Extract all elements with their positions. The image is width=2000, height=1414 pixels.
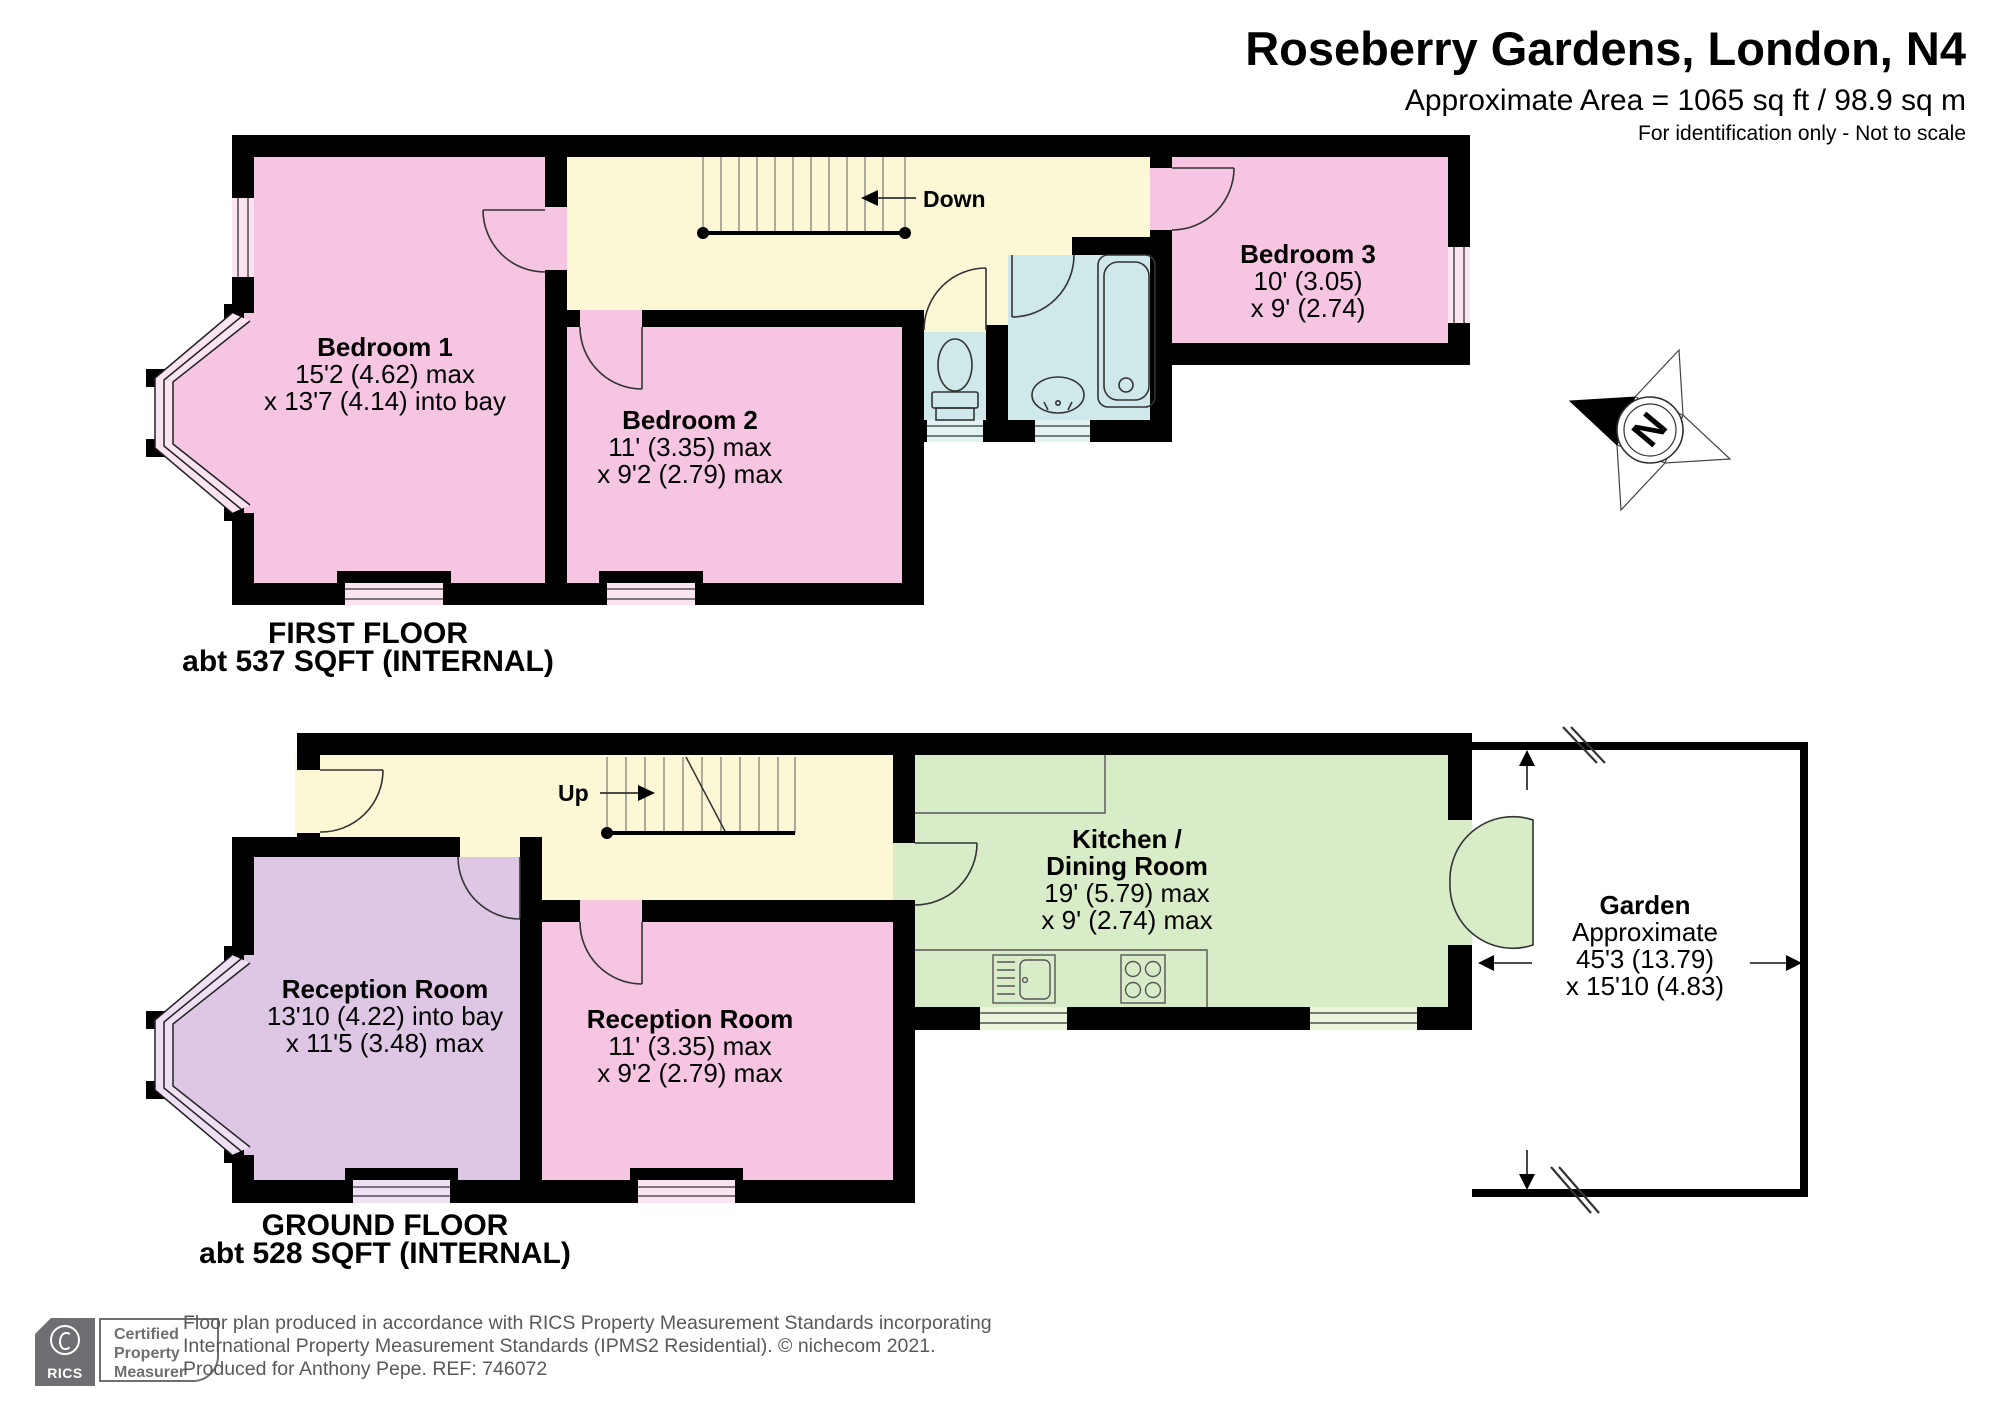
certified-property-measurer-badge: Certified Property Measurer xyxy=(99,1318,219,1382)
bath-icon xyxy=(1097,254,1156,408)
identification-note: For identification only - Not to scale xyxy=(1638,122,1966,145)
bedroom1-door xyxy=(482,209,546,273)
ff-doors xyxy=(482,167,1235,390)
ff-stair-post-right xyxy=(899,227,911,239)
wc-door xyxy=(923,267,987,331)
garden-label: Garden Approximate 45'3 (13.79) x 15'10 … xyxy=(1565,890,1725,1001)
bedroom1-label: Bedroom 1 15'2 (4.62) max x 13'7 (4.14) … xyxy=(264,332,506,416)
hob-icon xyxy=(1120,954,1166,1004)
bedroom2-label: Bedroom 2 11' (3.35) max x 9'2 (2.79) ma… xyxy=(597,405,783,489)
reception2-door xyxy=(579,921,643,985)
gf-windows xyxy=(154,954,1417,1203)
kitchen-fittings xyxy=(915,755,1208,1007)
first-floor-plan xyxy=(146,135,1470,605)
header: Roseberry Gardens, London, N4 Approximat… xyxy=(1245,22,1966,146)
bedroom1-fill xyxy=(232,157,567,605)
ff-windows xyxy=(154,198,1470,605)
kitchen-counter-top xyxy=(915,755,1106,814)
ff-stair-post-left xyxy=(697,227,709,239)
up-stairs-label: Up xyxy=(558,780,589,806)
bedroom2-door xyxy=(579,326,643,390)
toilet-icon xyxy=(931,338,979,421)
garden-plan xyxy=(1472,726,1808,1214)
reception2-label: Reception Room 11' (3.35) max x 9'2 (2.7… xyxy=(586,1004,794,1088)
kitchen-counter-bottom xyxy=(915,949,1208,1007)
bedroom2-fill xyxy=(567,310,924,605)
bedroom3-door xyxy=(1171,167,1235,231)
approximate-area: Approximate Area = 1065 sq ft / 98.9 sq … xyxy=(1404,84,1966,117)
kitchen-label: Kitchen / Dining Room 19' (5.79) max x 9… xyxy=(1041,824,1213,935)
page-title: Roseberry Gardens, London, N4 xyxy=(1245,22,1966,75)
down-arrow-icon xyxy=(861,190,916,206)
down-stairs-label: Down xyxy=(923,186,986,212)
reception1-bay-window xyxy=(155,955,250,1155)
ff-walls xyxy=(146,135,1470,605)
gf-doors xyxy=(319,769,978,985)
ground-floor-caption: GROUND FLOOR abt 528 SQFT (INTERNAL) xyxy=(199,1209,571,1270)
bedroom3-label: Bedroom 3 10' (3.05) x 9' (2.74) xyxy=(1240,239,1376,323)
bedroom3-fill xyxy=(1150,157,1470,365)
reception2-fill xyxy=(542,900,915,1180)
bedroom1-bay-window xyxy=(155,313,250,513)
footer-disclaimer: Floor plan produced in accordance with R… xyxy=(183,1312,992,1380)
reception1-door xyxy=(457,856,521,920)
gf-stair-cut-line xyxy=(685,756,727,834)
kitchen-door xyxy=(914,842,978,906)
footer: RICS Certified Property Measurer Floor p… xyxy=(0,1310,2000,1414)
garden-fences xyxy=(1472,742,1808,1197)
ff-fixtures xyxy=(931,254,1156,421)
french-doors xyxy=(1449,815,1534,950)
compass-icon: N xyxy=(1568,348,1732,512)
ff-staircase xyxy=(702,157,906,233)
kitchen-fill xyxy=(893,755,1472,1030)
garden-dimension-arrows xyxy=(1478,750,1802,1190)
front-door xyxy=(319,769,384,833)
first-floor-caption: FIRST FLOOR abt 537 SQFT (INTERNAL) xyxy=(182,617,554,678)
bathroom-fill xyxy=(1008,255,1150,420)
rics-lion-icon xyxy=(50,1325,80,1355)
rics-logo: RICS xyxy=(35,1318,95,1386)
up-arrow-icon xyxy=(600,785,655,801)
reception1-label: Reception Room 13'10 (4.22) into bay x 1… xyxy=(266,974,504,1058)
ground-floor-plan xyxy=(146,733,1534,1203)
kitchen-sink-icon xyxy=(992,954,1056,1004)
gf-stair-post xyxy=(601,827,613,839)
garden-break-marks xyxy=(1550,726,1606,1214)
bathroom-door xyxy=(1011,254,1075,318)
gf-walls xyxy=(146,733,1472,1203)
sink-icon xyxy=(1031,376,1085,414)
